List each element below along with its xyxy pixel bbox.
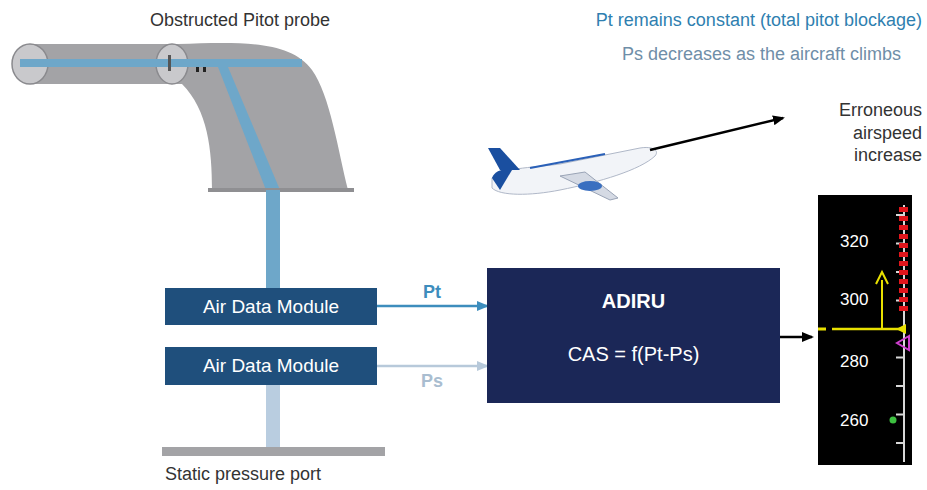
tape-heading: Erroneous airspeed increase xyxy=(812,99,922,167)
speed-number: 280 xyxy=(840,352,868,372)
tape-tick xyxy=(896,357,904,359)
node-text: Air Data Module xyxy=(165,288,377,325)
tape-tick xyxy=(896,414,904,416)
caption-label: Ps decreases as the aircraft climbs xyxy=(622,44,901,65)
caption-label: Obstructed Pitot probe xyxy=(150,10,330,31)
overspeed-band xyxy=(899,243,908,248)
overspeed-band xyxy=(899,279,908,284)
overspeed-band xyxy=(899,234,908,239)
air-data-module: Air Data Module xyxy=(165,347,377,385)
caption-label: Static pressure port xyxy=(165,464,321,485)
overspeed-band xyxy=(899,207,908,212)
overspeed-band xyxy=(899,261,908,266)
pitot-probe xyxy=(12,43,354,288)
speed-number: 320 xyxy=(840,232,868,252)
overspeed-band xyxy=(899,252,908,257)
speed-number: 300 xyxy=(840,290,868,310)
overspeed-band xyxy=(899,306,908,311)
static-port xyxy=(162,385,385,456)
node-text: ADIRU xyxy=(487,290,780,313)
overspeed-band xyxy=(899,297,908,302)
overspeed-band xyxy=(899,288,908,293)
tape-tick xyxy=(896,442,904,444)
speed-tape: Erroneous airspeed increase 320 300 280 260 xyxy=(812,95,922,465)
overspeed-band xyxy=(899,225,908,230)
adiru-box: ADIRU CAS = f(Pt-Ps) xyxy=(487,268,780,403)
signal-label: Pt xyxy=(420,282,444,303)
speed-number: 260 xyxy=(840,411,868,431)
node-text: CAS = f(Pt-Ps) xyxy=(487,343,780,366)
speed-tape xyxy=(818,195,912,465)
overspeed-band xyxy=(899,216,908,221)
overspeed-band xyxy=(899,270,908,275)
caption-label: Pt remains constant (total pitot blockag… xyxy=(596,10,922,31)
tape-tick xyxy=(896,214,904,216)
aircraft xyxy=(488,118,783,200)
tape-tick xyxy=(896,385,904,387)
signal-arrow xyxy=(377,365,487,368)
node-text: Air Data Module xyxy=(165,347,377,385)
signal-label: Ps xyxy=(418,371,446,392)
signal-arrow xyxy=(377,305,487,308)
air-data-module: Air Data Module xyxy=(165,288,377,325)
signal-arrow xyxy=(780,336,812,339)
